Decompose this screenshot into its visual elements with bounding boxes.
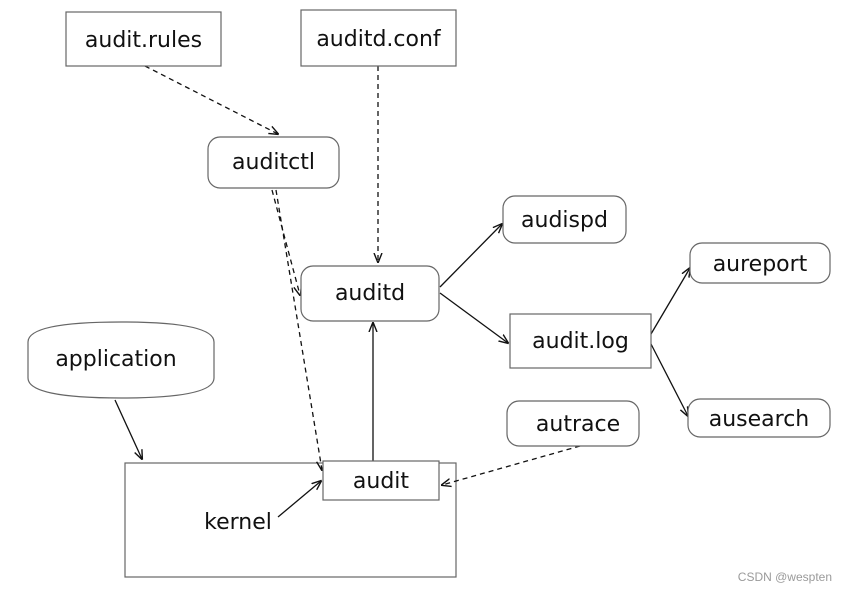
edge-kernel-to-audit [277, 481, 321, 518]
auditd-label: auditd [335, 281, 405, 306]
node-auditd: auditd [300, 265, 440, 322]
node-audispd: audispd [502, 195, 627, 244]
audit-log-box [509, 313, 652, 369]
autrace-box [506, 400, 640, 447]
kernel-box [124, 462, 457, 578]
node-auditd-conf: auditd.conf [300, 9, 457, 67]
audit-rules-label: audit.rules [85, 28, 202, 53]
node-audit-rules: audit.rules [65, 11, 222, 67]
auditctl-box [207, 136, 340, 189]
edge-audit-log-to-aureport [650, 268, 690, 335]
kernel-label: kernel [204, 510, 272, 535]
node-audit: audit [322, 460, 440, 501]
ausearch-label: ausearch [709, 407, 810, 432]
aureport-label: aureport [713, 252, 808, 277]
edge-auditd-to-audit-log [439, 292, 508, 343]
audit-box [322, 460, 440, 501]
edge-auditctl-to-audit [275, 189, 322, 470]
aureport-box [689, 242, 831, 284]
autrace-label: autrace [536, 412, 620, 437]
node-application: application [27, 321, 215, 399]
auditd-box [300, 265, 440, 322]
audispd-box [502, 195, 627, 244]
edges [114, 65, 690, 518]
auditctl-label: auditctl [232, 150, 315, 175]
audit-rules-box [65, 11, 222, 67]
edge-auditd-to-audispd [439, 224, 502, 288]
edge-audit-log-to-ausearch [650, 343, 688, 416]
edge-audit-rules-to-auditctl [144, 65, 278, 134]
edge-autrace-to-audit [442, 445, 581, 485]
auditd-conf-label: auditd.conf [316, 27, 442, 52]
node-aureport: aureport [689, 242, 831, 284]
node-auditctl: auditctl [207, 136, 340, 189]
edge-auditctl-to-auditd [271, 189, 300, 295]
edge-application-to-kernel [114, 399, 142, 459]
node-ausearch: ausearch [687, 398, 831, 438]
ausearch-box [687, 398, 831, 438]
auditd-conf-box [300, 9, 457, 67]
application-label: application [55, 347, 176, 372]
node-audit-log: audit.log [509, 313, 652, 369]
watermark-text: CSDN @wespten [738, 570, 832, 584]
node-autrace: autrace [506, 400, 640, 447]
audit-label: audit [353, 469, 410, 494]
audispd-label: audispd [521, 208, 608, 233]
audit-log-label: audit.log [532, 329, 629, 354]
application-shape [27, 321, 215, 399]
